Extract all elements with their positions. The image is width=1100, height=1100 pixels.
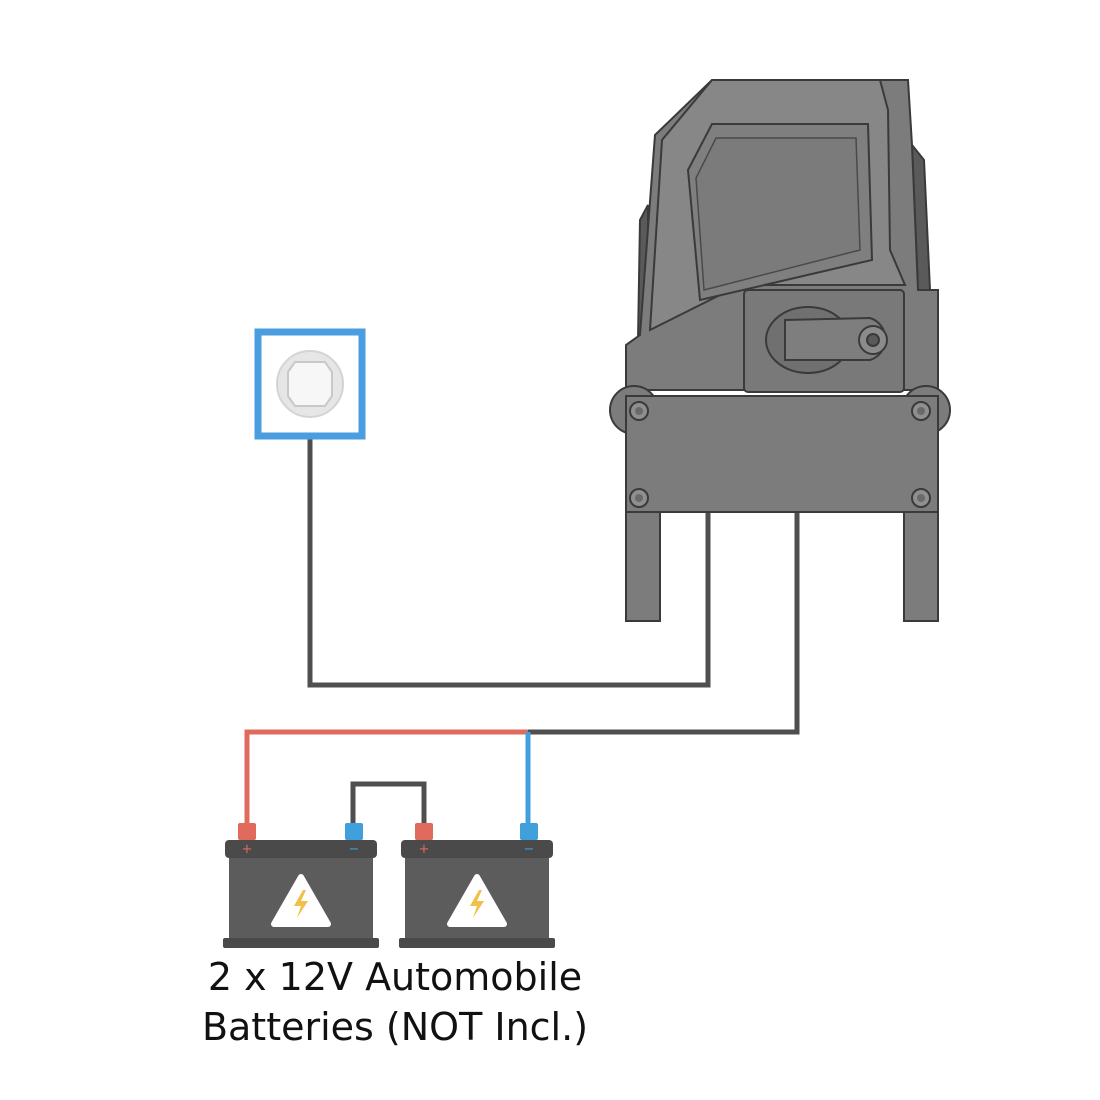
- wires: [244, 410, 800, 826]
- battery-1: + −: [223, 823, 379, 948]
- battery-1-positive-symbol: +: [242, 842, 253, 857]
- wall-push-button-icon: [254, 328, 366, 440]
- positive-wire: [244, 729, 528, 826]
- motor-power-cable: [528, 512, 800, 735]
- battery-2-negative-symbol: −: [524, 842, 535, 857]
- high-voltage-warning-icon: [271, 874, 331, 927]
- battery-2-positive-terminal: [415, 823, 433, 840]
- battery-2-positive-symbol: +: [419, 842, 430, 857]
- battery-1-negative-symbol: −: [349, 842, 360, 857]
- switch-cable: [307, 410, 711, 688]
- battery-jumper-wire: [350, 781, 427, 826]
- high-voltage-warning-icon: [447, 874, 507, 927]
- gate-opener-motor-icon: [609, 79, 951, 622]
- battery-2: + −: [399, 823, 555, 948]
- battery-1-positive-terminal: [238, 823, 256, 840]
- battery-2-negative-terminal: [520, 823, 538, 840]
- battery-caption-line-1: 2 x 12V Automobile: [207, 955, 583, 999]
- battery-caption-line-2: Batteries (NOT Incl.): [201, 1005, 589, 1049]
- battery-1-negative-terminal: [345, 823, 363, 840]
